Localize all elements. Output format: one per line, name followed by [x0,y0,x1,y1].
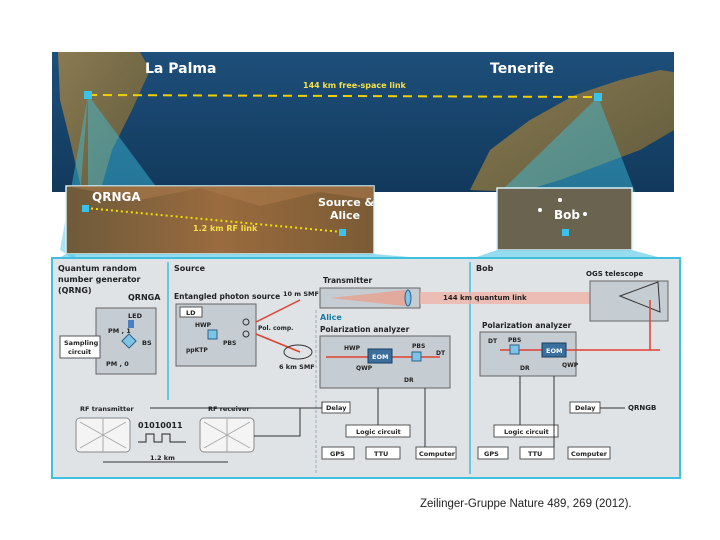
bob-delay-label: Delay [575,404,596,412]
alice-logic-label: Logic circuit [356,428,401,436]
alice-hwp-label: HWP [344,345,361,352]
led-label: LED [128,312,143,320]
alice-eom-label: EOM [372,353,388,361]
bob-pbs-icon [510,345,519,354]
rf-bits-label: 01010011 [138,421,183,430]
bob-title: Bob [476,264,494,273]
bob-marker [562,229,569,236]
alice-ttu-label: TTU [374,450,388,458]
pbs-label: PBS [223,340,236,347]
bob-dr-label: DR [520,365,530,372]
bob-pbs-label: PBS [508,337,521,344]
hwp-label: HWP [195,322,212,329]
rf-transmitter-label: RF transmitter [80,405,135,413]
la-palma-marker [84,91,92,99]
tenerife-marker [594,93,602,101]
rf-receiver-label: RF receiver [208,405,250,413]
smf10-label: 10 m SMF [283,290,319,298]
ppktp-label: ppKTP [186,347,208,354]
sampling-label-1: Sampling [64,339,99,347]
ld-label: LD [186,309,196,317]
pol-comp-label: Pol. comp. [258,325,293,332]
alice-delay-label: Delay [326,404,347,412]
bob-eom-label: EOM [546,347,562,355]
qrng-title-3: (QRNG) [58,286,92,295]
transmitter-label: Transmitter [323,276,372,285]
alice-dt-label: DT [436,350,446,357]
alice-pbs-label: PBS [412,343,425,350]
bob-logic-label: Logic circuit [504,428,549,436]
alice-dr-label: DR [404,377,414,384]
smf6-label: 6 km SMF [279,363,315,371]
bob-map-label: Bob [554,208,580,222]
alice-gps-label: GPS [330,450,345,458]
rf-link-map-label: 1.2 km RF link [193,224,258,233]
alice-qwp-label: QWP [356,365,373,372]
source-alice-map-label-2: Alice [330,209,360,222]
qrng-a-map-label: QRNGA [92,190,141,204]
qrng-title-1: Quantum random [58,264,137,273]
ogs-label: OGS telescope [586,270,644,278]
entangled-source-label: Entangled photon source [174,292,280,301]
transmitter-lens [405,290,411,306]
observatory-dome-2 [558,198,562,202]
rf-distance-label: 1.2 km [150,454,175,462]
alice-title: Alice [320,313,342,322]
alice-analyzer-label: Polarization analyzer [320,325,410,334]
pm0-label: PM , 0 [106,360,129,368]
bob-dt-label: DT [488,338,498,345]
bob-qwp-label: QWP [562,362,579,369]
source-title: Source [174,264,206,273]
pbs-icon [208,330,217,339]
source-marker [339,229,346,236]
bs-label: BS [142,339,152,347]
bob-gps-label: GPS [484,450,499,458]
tenerife-label: Tenerife [490,61,554,77]
qrng-title-2: number generator [58,275,141,284]
sampling-label-2: circuit [68,348,91,356]
bob-computer-label: Computer [571,450,608,458]
observatory-dome [538,208,542,212]
pm1-label: PM , 1 [108,327,131,335]
free-space-link-label: 144 km free-space link [303,81,407,90]
bob-analyzer-label: Polarization analyzer [482,321,572,330]
qrng-a-marker [82,205,89,212]
alice-computer-label: Computer [419,450,456,458]
qrng-b-label: QRNGB [628,404,656,412]
qrng-a-label: QRNGA [128,293,161,302]
bob-ttu-label: TTU [528,450,542,458]
ogs-telescope-box [590,281,668,321]
alice-pbs-icon [412,352,421,361]
la-palma-inset: QRNGA Source & Alice 1.2 km RF link [52,186,470,262]
la-palma-label: La Palma [145,61,216,77]
observatory-dome-3 [583,212,587,216]
quantum-link-label: 144 km quantum link [443,294,527,302]
source-alice-map-label: Source & [318,196,375,209]
tenerife-inset: Bob [462,188,676,262]
citation-caption: Zeilinger-Gruppe Nature 489, 269 (2012). [420,498,632,510]
